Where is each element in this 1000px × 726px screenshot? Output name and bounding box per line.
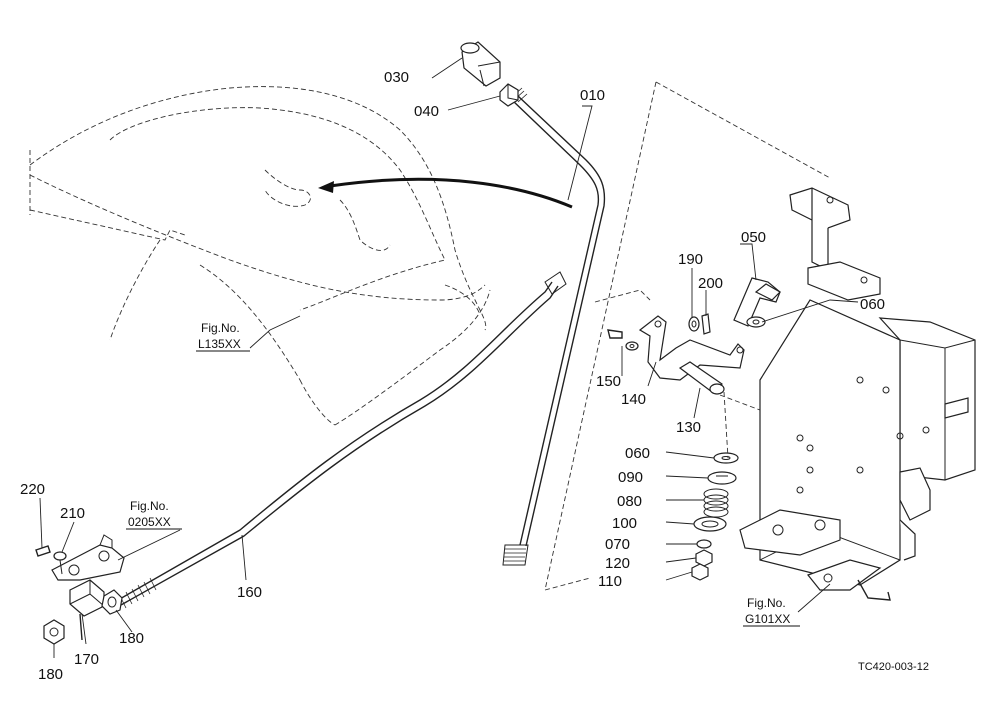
leader-lines	[39, 57, 859, 658]
part-labels: 030 040 010 050 190 200 060 150 140 130 …	[20, 69, 885, 683]
grip-knob-030	[460, 41, 501, 87]
washer-060-lower	[713, 452, 739, 464]
label-100: 100	[612, 515, 637, 532]
svg-text:G101XX: G101XX	[745, 612, 790, 626]
pin-150	[607, 329, 623, 339]
label-090: 090	[618, 469, 643, 486]
label-180-right: 180	[119, 630, 144, 647]
label-120: 120	[605, 555, 630, 572]
joint-170	[69, 579, 105, 641]
frame-bracket	[739, 187, 976, 601]
washer-190	[688, 316, 700, 332]
spring-080	[703, 488, 729, 518]
label-110: 110	[598, 573, 622, 590]
svg-text:Fig.No.: Fig.No.	[130, 499, 169, 513]
label-010: 010	[580, 87, 605, 104]
label-070: 070	[605, 536, 630, 553]
label-170: 170	[74, 651, 99, 668]
nut-180-left	[43, 619, 65, 645]
washer-150	[625, 341, 639, 351]
clip-220	[35, 545, 51, 557]
label-190: 190	[678, 251, 703, 268]
label-140: 140	[621, 391, 646, 408]
washer-070	[696, 539, 712, 549]
svg-text:0205XX: 0205XX	[128, 515, 171, 529]
label-160: 160	[237, 584, 262, 601]
bracket-0205	[51, 534, 125, 581]
label-040: 040	[414, 103, 439, 120]
label-080: 080	[617, 493, 642, 510]
figure-ref-0205: Fig.No. 0205XX	[126, 499, 182, 530]
nut-120	[695, 549, 713, 567]
washer-090	[707, 471, 737, 485]
nut-180-right	[101, 589, 123, 615]
mounting-plate-outline	[544, 81, 831, 591]
washer-060-top	[746, 316, 766, 328]
label-060-top: 060	[860, 296, 885, 313]
label-150: 150	[596, 373, 621, 390]
lever-rod-010	[502, 87, 606, 566]
label-180-left: 180	[38, 666, 63, 683]
pin-210	[53, 551, 67, 575]
nut-110	[691, 563, 709, 581]
link-rod-160	[117, 271, 567, 609]
spacer-200	[701, 313, 711, 335]
svg-text:L135XX: L135XX	[198, 337, 241, 351]
label-060-lower: 060	[625, 445, 650, 462]
fender-outline	[29, 86, 491, 426]
location-arrow	[318, 177, 573, 209]
label-030: 030	[384, 69, 409, 86]
svg-text:Fig.No.: Fig.No.	[747, 596, 786, 610]
svg-text:Fig.No.: Fig.No.	[201, 321, 240, 335]
nut-040	[499, 83, 519, 107]
shaft-130	[678, 361, 725, 395]
label-200: 200	[698, 275, 723, 292]
label-050: 050	[741, 229, 766, 246]
label-220: 220	[20, 481, 45, 498]
label-210: 210	[60, 505, 85, 522]
label-130: 130	[676, 419, 701, 436]
cap-100	[693, 516, 727, 532]
drawing-code: TC420-003-12	[858, 661, 929, 673]
figure-ref-g101: Fig.No. G101XX	[743, 596, 800, 627]
lever-plate-140	[638, 315, 745, 381]
figure-ref-l135: Fig.No. L135XX	[196, 321, 250, 352]
